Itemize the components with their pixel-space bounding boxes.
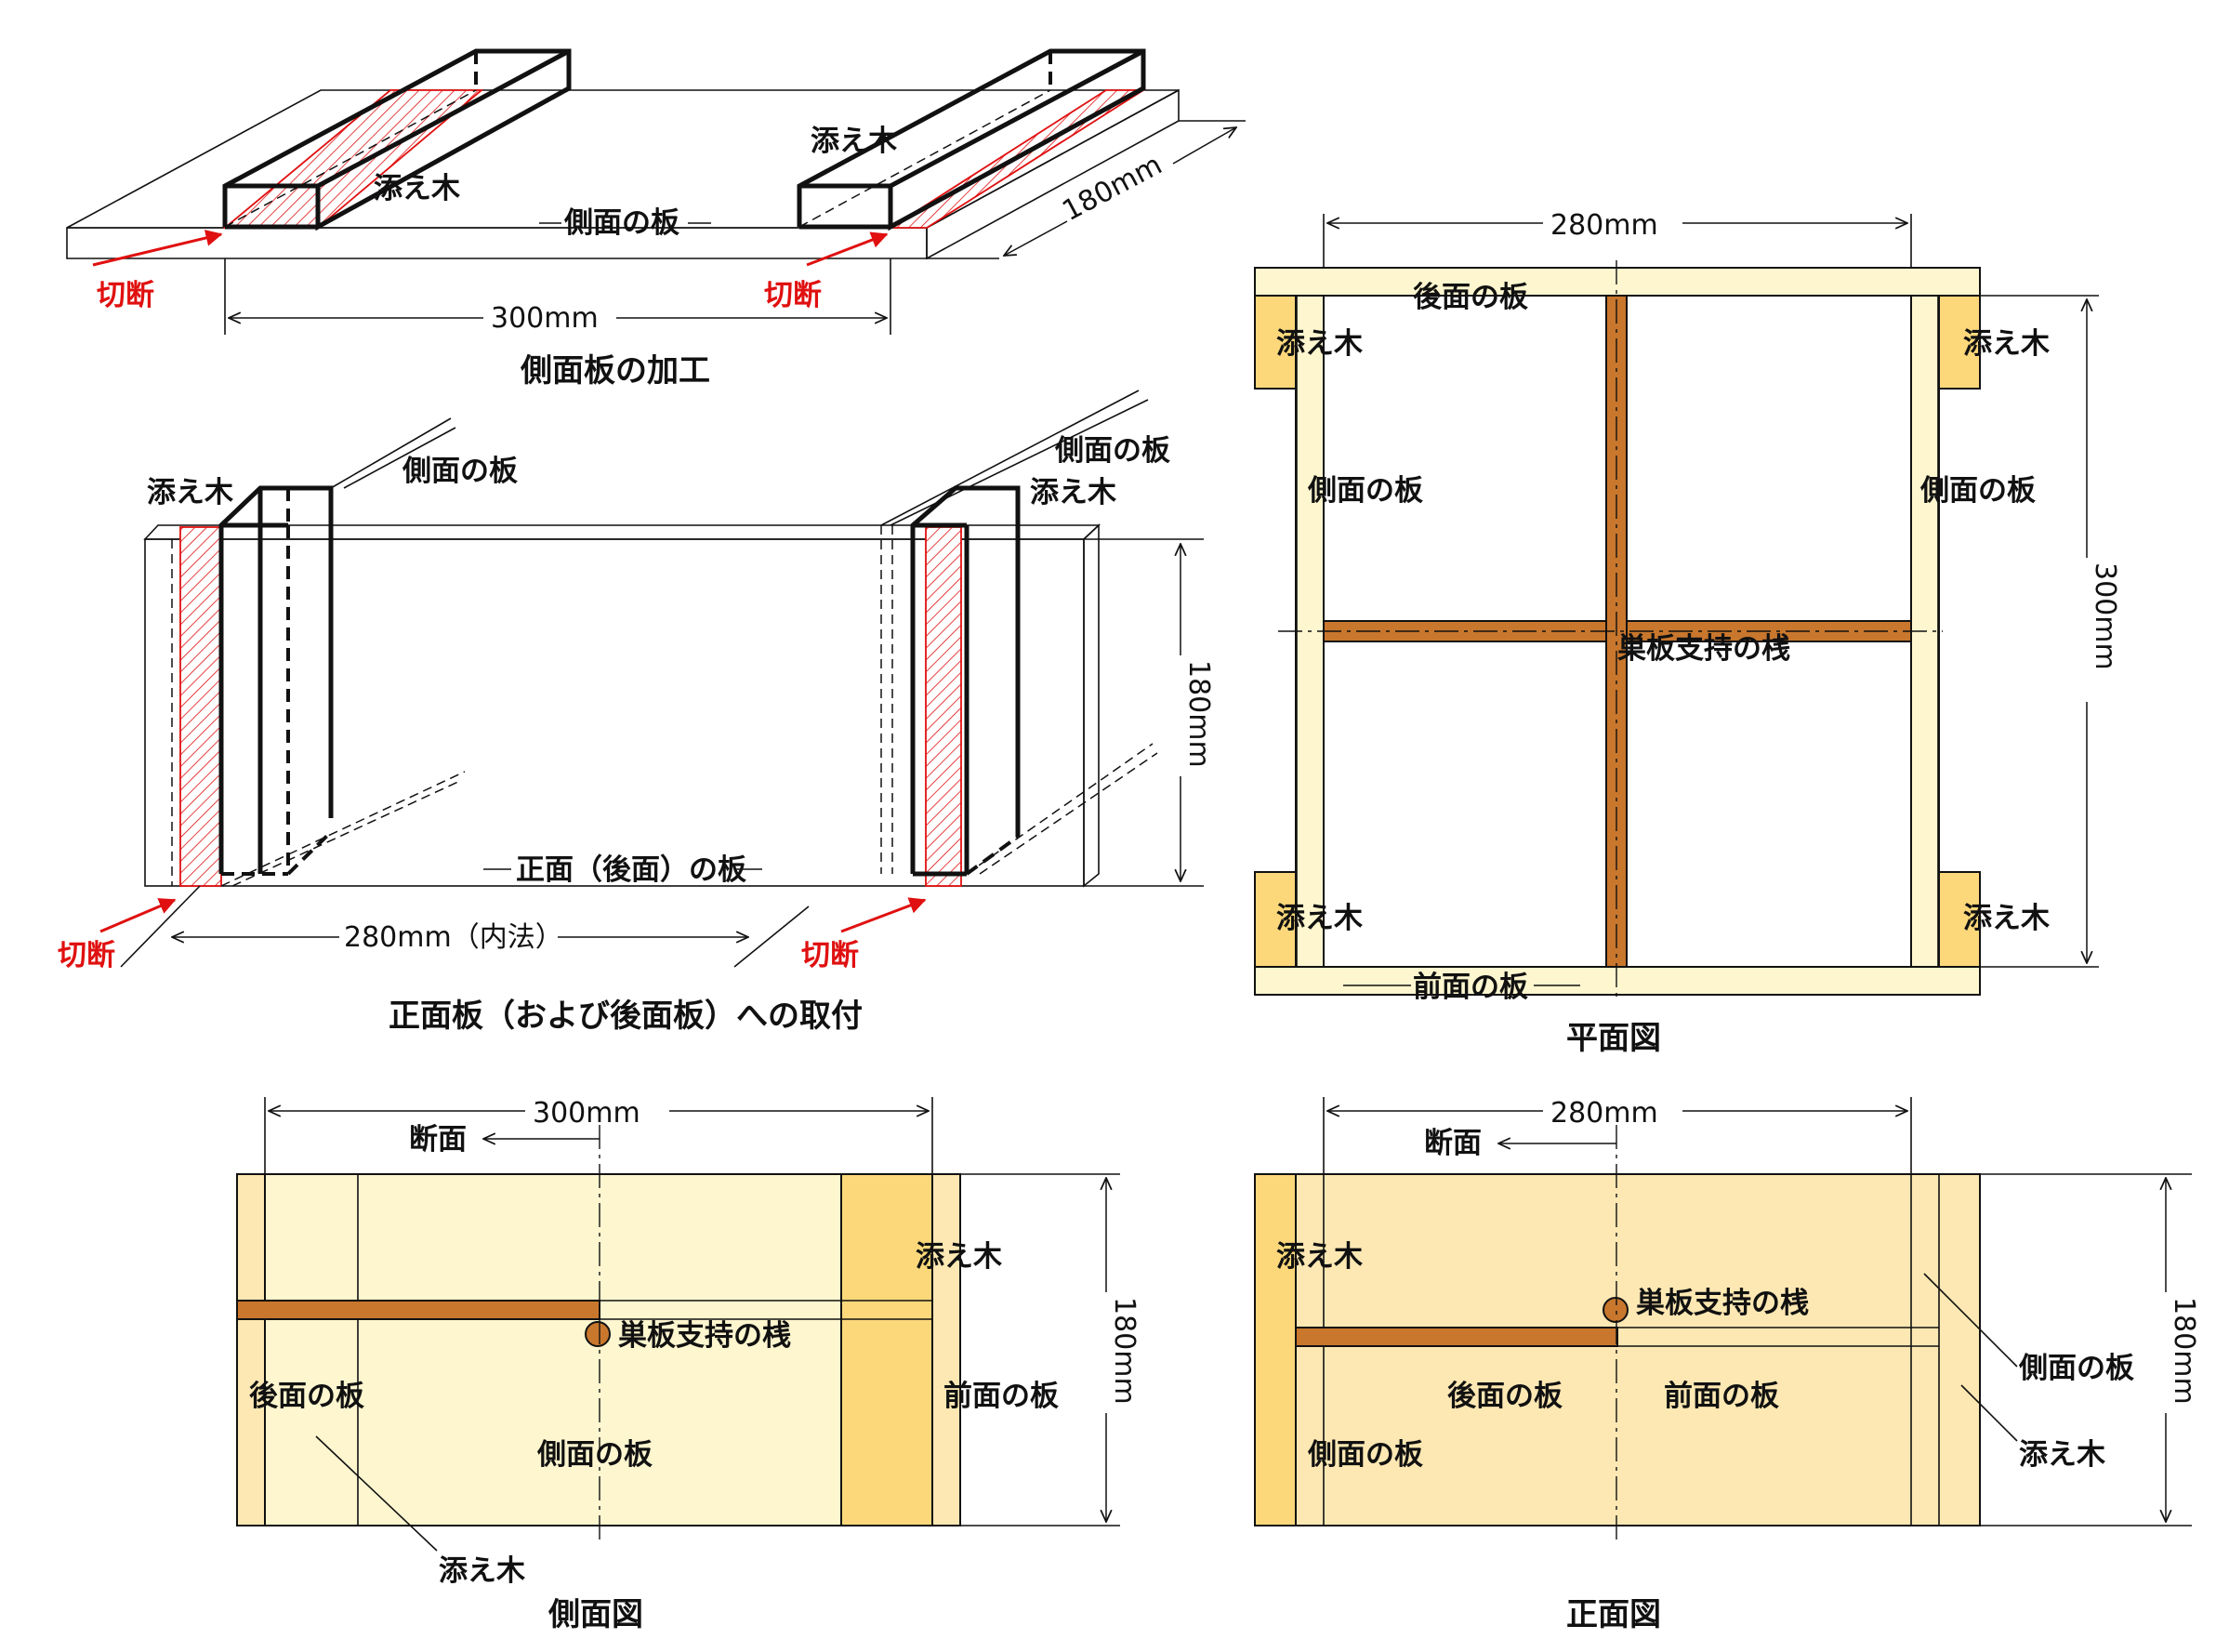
batten-label-right: 添え木 <box>1030 476 1116 509</box>
side-board-label-left: 側面の板 <box>1307 474 1423 508</box>
support-label: 巣板支持の桟 <box>618 1319 791 1353</box>
dim-300mm: 300mm <box>533 1097 640 1130</box>
side-board-label: 側面の板 <box>563 206 679 240</box>
front-board <box>1254 966 1981 996</box>
batten-label-bl: 添え木 <box>1276 902 1363 935</box>
batten-label-right: 添え木 <box>2019 1438 2105 1472</box>
side-view-batten <box>840 1173 933 1526</box>
section-label: 断面 <box>409 1123 467 1156</box>
side-view-back-edge <box>236 1173 266 1526</box>
back-board-label: 後面の板 <box>1447 1380 1563 1413</box>
batten-right-3d <box>797 48 1147 231</box>
dim-300mm: 300mm <box>491 302 599 335</box>
right-side-attachment <box>880 390 1158 887</box>
caption-side-view: 側面図 <box>547 1596 643 1633</box>
caption-plan-view: 平面図 <box>1566 1020 1661 1057</box>
side-board-label-right: 側面の板 <box>1054 434 1170 468</box>
front-view-support-section <box>1603 1297 1629 1323</box>
front-board-3d <box>143 523 1101 888</box>
front-view-board <box>1254 1173 1981 1526</box>
front-board-label: 前面の板 <box>943 1380 1059 1413</box>
cut-label-left: 切断 <box>97 279 154 312</box>
section-label: 断面 <box>1424 1127 1482 1160</box>
side-view-panel: 断面 300mm 180mm 添え木 巣板支持の桟 後面の板 前面の板 側面の板… <box>236 1097 1141 1633</box>
front-view-support-bar <box>1295 1327 1618 1347</box>
dim-280mm-inner: 280mm（内法） <box>344 921 563 954</box>
batten-br <box>1938 871 1981 968</box>
front-view-batten-left <box>1254 1173 1297 1526</box>
batten-label-br: 添え木 <box>1963 902 2050 935</box>
batten-label-tl: 添え木 <box>1276 327 1363 361</box>
batten-label-left: 添え木 <box>374 172 460 205</box>
plan-view-panel: 280mm 300mm 後面の板 前面の板 添え木 添え木 添え木 添え木 側面… <box>1254 209 2121 1057</box>
front-board-label: 前面の板 <box>1664 1380 1779 1413</box>
dim-280mm: 280mm <box>1550 1097 1658 1130</box>
support-label: 巣板支持の桟 <box>1636 1287 1809 1320</box>
left-side-attachment <box>171 417 466 887</box>
dim-180mm: 180mm <box>1108 1297 1141 1405</box>
batten-label-bottom: 添え木 <box>439 1554 525 1588</box>
front-board-attachment-panel: 180mm 280mm（内法） 切断 切断 添え木 添え木 側面の板 側面の板 … <box>58 390 1215 1035</box>
side-board-label-left: 側面の板 <box>402 455 518 488</box>
dim-180mm-depth: 180mm <box>1057 149 1167 228</box>
cut-label-right: 切断 <box>801 939 859 972</box>
back-board-label: 後面の板 <box>249 1380 364 1413</box>
batten-label-right: 添え木 <box>811 125 897 158</box>
batten-label-left: 添え木 <box>147 476 233 509</box>
batten-tr <box>1938 295 1981 390</box>
front-board-label: 正面（後面）の板 <box>516 853 746 887</box>
caption-front-view: 正面図 <box>1566 1596 1661 1633</box>
batten-bl <box>1254 871 1297 968</box>
side-board-label-left: 側面の板 <box>1307 1438 1423 1472</box>
side-board-processing-panel: 切断 切断 添え木 添え木 側面の板 300mm 180mm 側面板の加工 <box>66 48 1246 390</box>
cut-label-left: 切断 <box>58 939 115 972</box>
dim-180mm: 180mm <box>2168 1297 2200 1405</box>
caption-side-board-processing: 側面板の加工 <box>520 352 710 390</box>
side-board-label: 側面の板 <box>536 1438 653 1472</box>
caption-front-attachment: 正面板（および後面板）への取付 <box>389 998 863 1035</box>
side-board-label-right: 側面の板 <box>2018 1352 2134 1385</box>
dim-280mm: 280mm <box>1550 209 1658 242</box>
side-view-support-section <box>585 1321 611 1347</box>
side-view-support-bar <box>236 1300 600 1320</box>
batten-label-top: 添え木 <box>916 1240 1002 1274</box>
dim-180mm-height: 180mm <box>1182 660 1215 768</box>
batten-tl <box>1254 295 1297 390</box>
back-board-label: 後面の板 <box>1413 281 1528 314</box>
side-board-label-right: 側面の板 <box>1919 474 2036 508</box>
side-view-front-edge <box>931 1173 961 1526</box>
dim-300mm: 300mm <box>2089 562 2121 670</box>
support-label: 巣板支持の桟 <box>1617 632 1790 666</box>
front-board-label: 前面の板 <box>1413 971 1528 1004</box>
batten-label-left: 添え木 <box>1276 1240 1363 1274</box>
back-board <box>1254 267 1981 297</box>
cut-label-right: 切断 <box>764 279 822 312</box>
batten-label-tr: 添え木 <box>1963 327 2050 361</box>
batten-left-3d <box>222 48 572 231</box>
front-view-panel: 断面 280mm 180mm 添え木 巣板支持の桟 後面の板 前面の板 側面の板… <box>1254 1097 2200 1633</box>
